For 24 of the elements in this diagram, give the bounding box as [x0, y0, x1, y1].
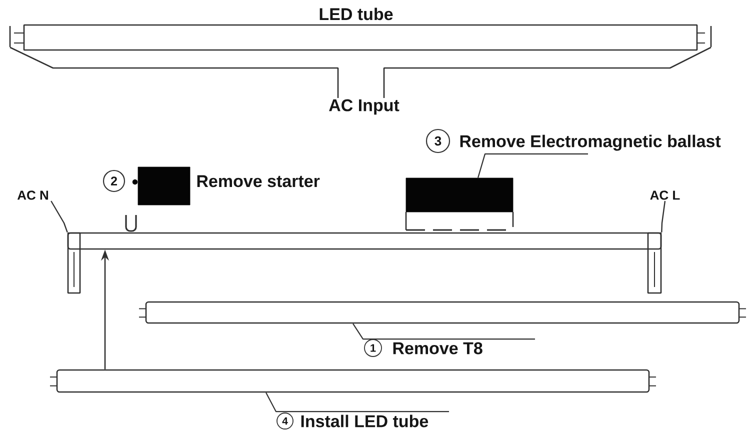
step-label: Remove Electromagnetic ballast: [460, 134, 721, 151]
led-tube: LED tube: [9, 8, 712, 51]
input-label: AC Input: [329, 99, 400, 115]
wire: [10, 46, 339, 98]
wire: [661, 200, 666, 232]
led-tube: [50, 369, 656, 393]
step-number: 3: [426, 128, 450, 154]
leader-line: [266, 392, 449, 412]
step-label: Remove starter: [197, 175, 320, 188]
step-label: Remove T8: [393, 342, 482, 354]
step-number: 1: [364, 339, 382, 357]
wire-label: AC N: [17, 190, 48, 200]
wire-label: AC L: [650, 190, 680, 200]
node-label: LED tube: [320, 8, 393, 20]
leader-line: [352, 323, 536, 340]
step-number: 2: [102, 170, 126, 192]
wire: [383, 46, 712, 98]
step-number: 4: [276, 412, 294, 430]
fluorescent-tube: [138, 301, 746, 324]
wire: [50, 200, 68, 233]
leader-line: [477, 153, 588, 178]
step-label: Install LED tube: [301, 414, 428, 428]
ballast: [405, 178, 514, 231]
lamp-fixture: [67, 232, 662, 250]
